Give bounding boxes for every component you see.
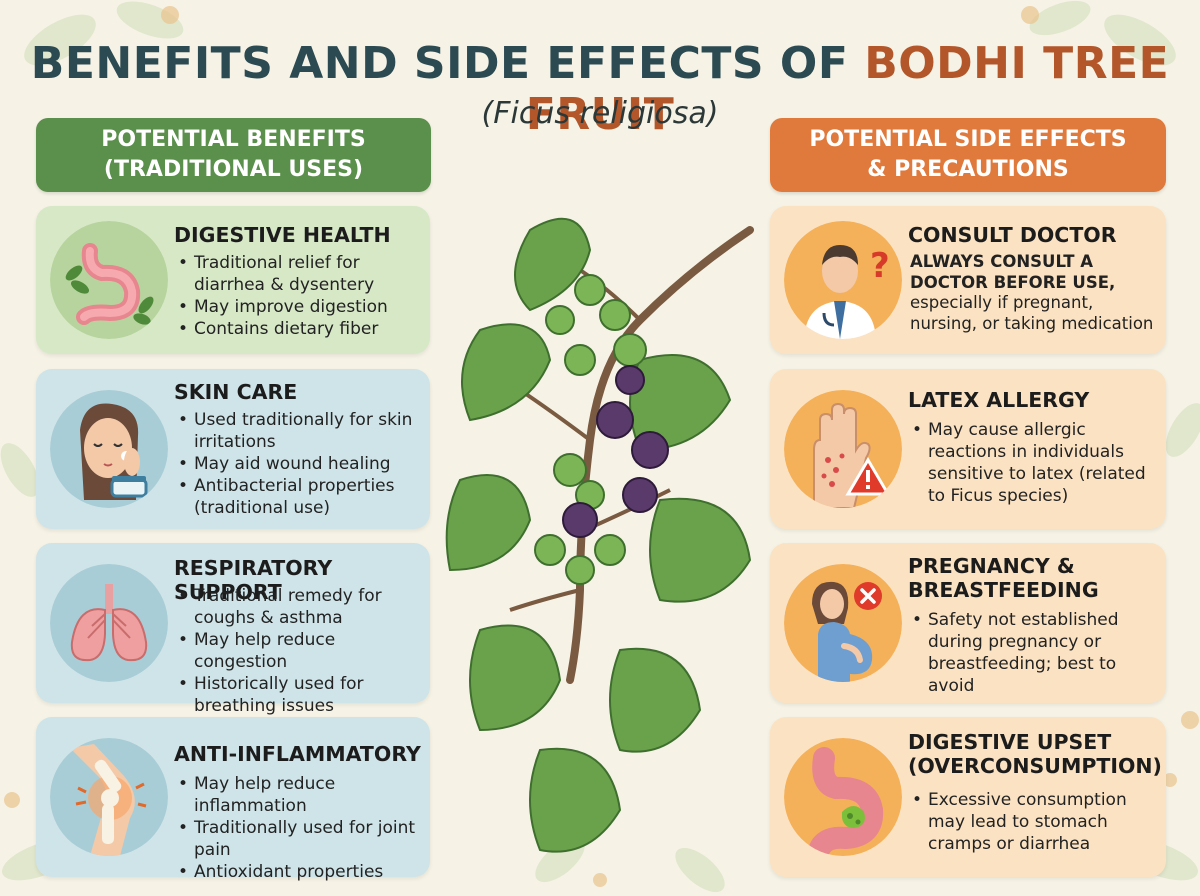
stomach-herb-icon bbox=[50, 221, 168, 339]
list-item: Antibacterial properties (traditional us… bbox=[176, 475, 424, 519]
upset-stomach-icon bbox=[784, 738, 902, 856]
side-effects-header-line2: & PRECAUTIONS bbox=[867, 157, 1069, 182]
pregnant-woman-icon bbox=[784, 564, 902, 682]
list-item: May improve digestion bbox=[176, 296, 424, 318]
benefit-list: May help reduce inflammation Traditional… bbox=[176, 773, 428, 884]
consult-plain-text: especially if pregnant, nursing, or taki… bbox=[910, 293, 1154, 333]
benefit-heading: DIGESTIVE HEALTH bbox=[174, 223, 391, 247]
benefit-list: Traditional remedy for coughs & asthma M… bbox=[176, 585, 424, 718]
benefit-list: Used traditionally for skin irritations … bbox=[176, 409, 424, 519]
list-item: May help reduce congestion bbox=[176, 629, 424, 673]
benefits-header: POTENTIAL BENEFITS (TRADITIONAL USES) bbox=[36, 118, 431, 192]
side-effect-list: May cause allergic reactions in individu… bbox=[910, 419, 1150, 507]
side-effect-heading: DIGESTIVE UPSET (OVERCONSUMPTION) bbox=[908, 730, 1162, 778]
title-accent: BODHI TREE FRUIT bbox=[525, 38, 1170, 140]
list-item: Contains dietary fiber bbox=[176, 318, 424, 340]
page-title: BENEFITS AND SIDE EFFECTS OF BODHI TREE … bbox=[0, 38, 1200, 140]
list-item: Traditional remedy for coughs & asthma bbox=[176, 585, 424, 629]
side-effect-text: ALWAYS CONSULT A DOCTOR BEFORE USE, espe… bbox=[910, 252, 1155, 335]
list-item: Excessive consumption may lead to stomac… bbox=[910, 789, 1150, 855]
title-main: BENEFITS AND SIDE EFFECTS OF bbox=[30, 38, 865, 89]
side-effect-heading: LATEX ALLERGY bbox=[908, 388, 1090, 412]
consult-bold-text: ALWAYS CONSULT A DOCTOR BEFORE USE, bbox=[910, 252, 1116, 292]
hand-rash-warning-icon bbox=[784, 390, 902, 508]
benefits-header-line2: (TRADITIONAL USES) bbox=[103, 157, 364, 182]
side-effects-header: POTENTIAL SIDE EFFECTS & PRECAUTIONS bbox=[770, 118, 1166, 192]
side-effect-list: Safety not established during pregnancy … bbox=[910, 609, 1150, 697]
benefit-heading: SKIN CARE bbox=[174, 380, 298, 404]
list-item: May help reduce inflammation bbox=[176, 773, 428, 817]
list-item: Historically used for breathing issues bbox=[176, 673, 424, 717]
doctor-question-icon: ? bbox=[784, 221, 902, 339]
side-effects-header-line1: POTENTIAL SIDE EFFECTS bbox=[809, 127, 1127, 153]
side-effect-card-pregnancy: PREGNANCY & BREASTFEEDING Safety not est… bbox=[770, 543, 1166, 703]
list-item: Traditional relief for diarrhea & dysent… bbox=[176, 252, 424, 296]
side-effect-card-consult: ? CONSULT DOCTOR ALWAYS CONSULT A DOCTOR… bbox=[770, 206, 1166, 354]
list-item: Traditionally used for joint pain bbox=[176, 817, 428, 861]
side-effect-card-digestive-upset: DIGESTIVE UPSET (OVERCONSUMPTION) Excess… bbox=[770, 717, 1166, 877]
bodhi-branch-fruit-icon bbox=[445, 217, 754, 853]
list-item: Safety not established during pregnancy … bbox=[910, 609, 1150, 697]
benefit-card-skin: SKIN CARE Used traditionally for skin ir… bbox=[36, 369, 430, 529]
benefit-card-respiratory: RESPIRATORY SUPPORT Traditional remedy f… bbox=[36, 543, 430, 716]
page-subtitle: (Ficus religiosa) bbox=[481, 96, 719, 131]
list-item: May aid wound healing bbox=[176, 453, 424, 475]
side-effect-list: Excessive consumption may lead to stomac… bbox=[910, 789, 1150, 855]
benefit-card-anti-inflammatory: ANTI-INFLAMMATORY May help reduce inflam… bbox=[36, 717, 430, 884]
lungs-icon bbox=[50, 564, 168, 682]
benefit-list: Traditional relief for diarrhea & dysent… bbox=[176, 252, 424, 340]
svg-text:?: ? bbox=[870, 246, 890, 286]
side-effect-card-latex: LATEX ALLERGY May cause allergic reactio… bbox=[770, 369, 1166, 529]
list-item: May cause allergic reactions in individu… bbox=[910, 419, 1150, 507]
face-cream-icon bbox=[50, 390, 168, 508]
side-effect-heading: CONSULT DOCTOR bbox=[908, 223, 1117, 247]
list-item: Used traditionally for skin irritations bbox=[176, 409, 424, 453]
benefits-header-line1: POTENTIAL BENEFITS bbox=[101, 127, 366, 153]
side-effect-heading: PREGNANCY & BREASTFEEDING bbox=[908, 554, 1099, 602]
benefit-card-digestive: DIGESTIVE HEALTH Traditional relief for … bbox=[36, 206, 430, 354]
knee-joint-icon bbox=[50, 738, 168, 856]
benefit-heading: ANTI-INFLAMMATORY bbox=[174, 742, 421, 766]
list-item: Antioxidant properties bbox=[176, 861, 428, 883]
